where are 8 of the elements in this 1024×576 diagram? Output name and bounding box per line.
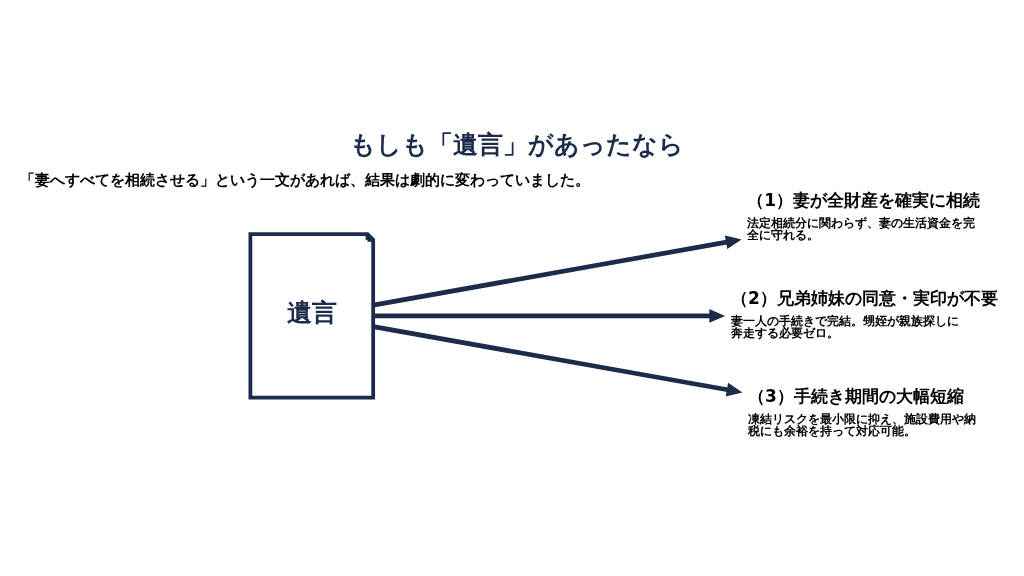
- node-text: （1）妻が全財産を確実に相続 法定相続分に関わらず、妻の生活資金を完全に守れる。: [747, 189, 981, 242]
- arrow: [372, 323, 743, 396]
- node-text: （2）兄弟姉妹の同意・実印が不要 妻一人の手続きで完結。甥姪が親族探しに奔走する必要ゼロ。: [731, 287, 998, 340]
- arrow: [373, 308, 726, 323]
- label: 「妻へすべてを相続させる」という一文があれば、結果は劇的に変わっていました。: [20, 170, 591, 189]
- node-text: （3）手続き期間の大幅短縮 凍結リスクを最小限に抑え、施設費用や納税にも余裕を持って対応可能。: [748, 385, 977, 438]
- diagram-title: もしも「遺言」があったなら: [350, 129, 685, 159]
- arrow: [372, 234, 742, 307]
